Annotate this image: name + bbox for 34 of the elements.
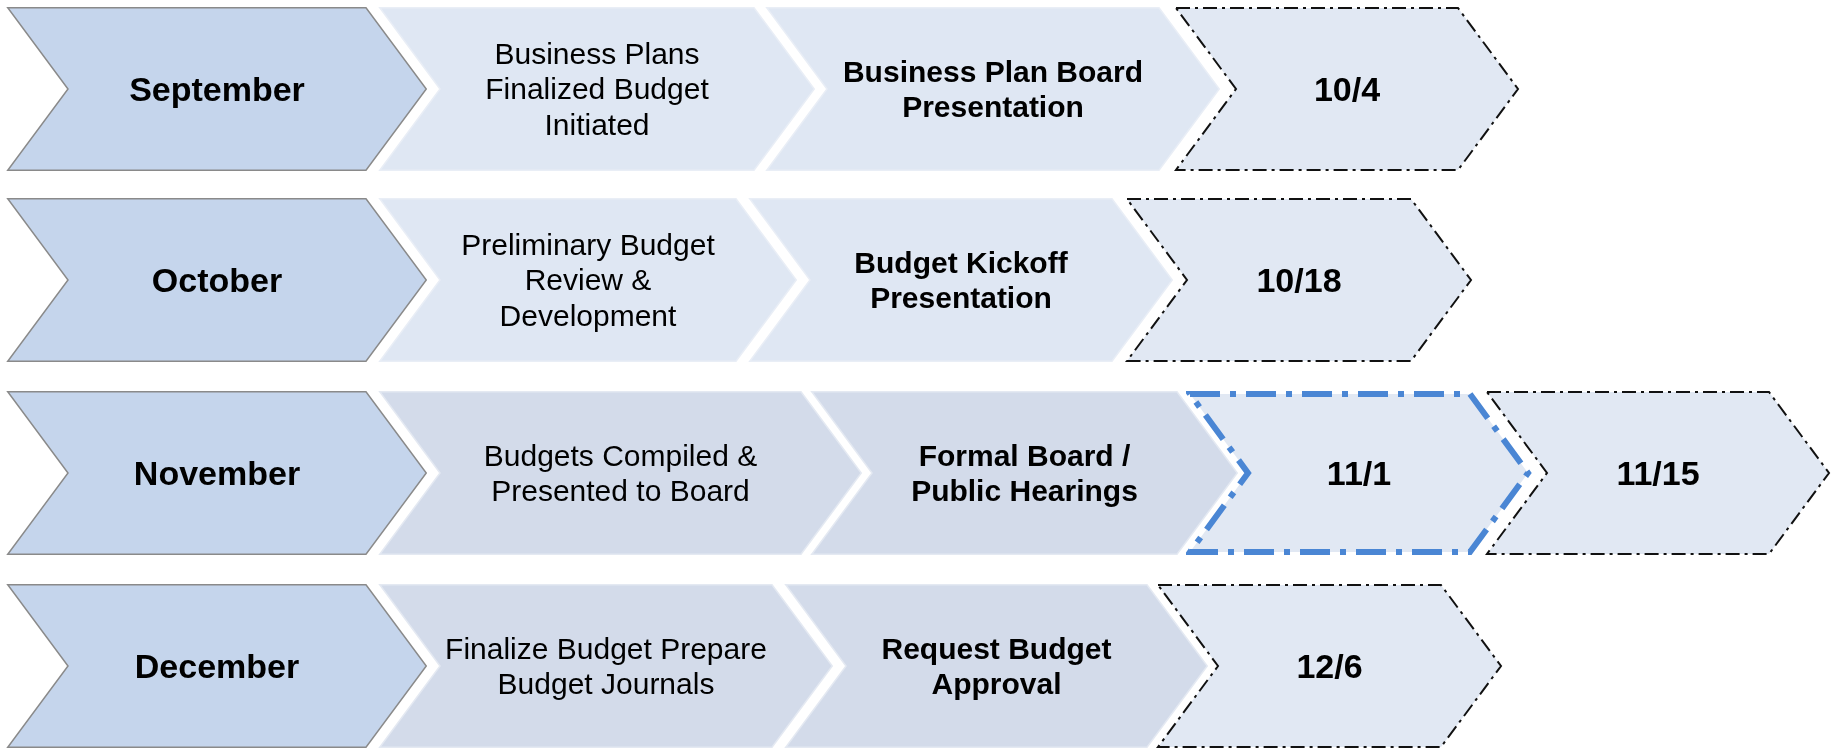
step-label: September <box>129 68 305 110</box>
step-label: Budgets Compiled & Presented to Board <box>482 437 759 509</box>
step-label: 10/18 <box>1256 259 1342 301</box>
step-label: 10/4 <box>1313 68 1381 110</box>
step-label: Finalize Budget Prepare Budget Journals <box>444 630 768 702</box>
chevron-step <box>765 6 1221 172</box>
step-label: Request Budget Approval <box>880 630 1113 702</box>
step-label: 11/15 <box>1616 452 1700 494</box>
chevron-step <box>378 197 798 363</box>
chevron-step <box>378 390 863 556</box>
chevron-step <box>1186 390 1532 556</box>
chevron-step <box>810 390 1239 556</box>
step-label: Business Plans Finalized Budget Initiated <box>484 35 710 143</box>
chevron-step <box>6 6 428 172</box>
chevron-step <box>6 583 428 749</box>
chevron-step <box>6 390 428 556</box>
chevron-step <box>1174 6 1520 172</box>
chevron-step <box>784 583 1209 749</box>
step-label: Preliminary Budget Review & Development <box>460 226 716 334</box>
step-label: December <box>134 645 300 687</box>
chevron-step <box>1125 197 1473 363</box>
step-label: October <box>151 259 283 301</box>
step-label: November <box>133 452 301 494</box>
step-label: Business Plan Board Presentation <box>841 53 1145 125</box>
step-label: Budget Kickoff Presentation <box>853 244 1069 316</box>
chevron-step <box>748 197 1174 363</box>
chevron-step <box>6 197 428 363</box>
step-label: 11/1 <box>1326 452 1392 494</box>
chevron-step <box>1156 583 1503 749</box>
chevron-step <box>378 583 834 749</box>
step-label: Formal Board / Public Hearings <box>910 437 1139 509</box>
chevron-step <box>378 6 816 172</box>
step-label: 12/6 <box>1296 645 1363 687</box>
chevron-step <box>1485 390 1831 556</box>
